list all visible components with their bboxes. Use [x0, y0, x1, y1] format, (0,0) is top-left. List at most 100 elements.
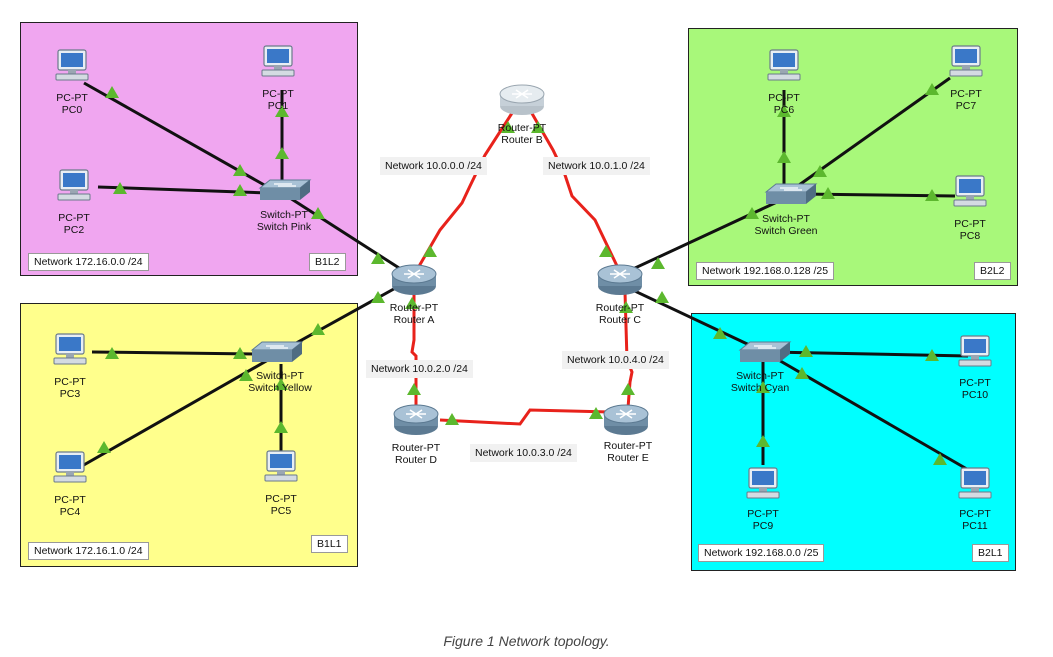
link-pc0-switch-pink	[83, 81, 283, 197]
router-d-type: Router-PT	[391, 442, 441, 454]
link-pc4-switch-yellow	[81, 354, 276, 468]
router-e-name: Router E	[607, 452, 649, 464]
switch-green-type: Switch-PT	[762, 213, 810, 225]
wan-network-ab-label: Network 10.0.0.0 /24	[380, 157, 487, 175]
switch-pink-type: Switch-PT	[260, 209, 308, 221]
pc2-type: PC-PT	[58, 212, 90, 224]
zone-cyan-network-label: Network 192.168.0.0 /25	[698, 544, 825, 562]
router-e-type: Router-PT	[603, 440, 653, 452]
pc9-icon	[746, 467, 780, 499]
switch-pink-name: Switch Pink	[256, 221, 312, 233]
zone-green-network-label: Network 192.168.0.128 /25	[696, 262, 835, 280]
switch-cyan-type: Switch-PT	[736, 370, 784, 382]
pc9-name: PC9	[752, 520, 774, 532]
pc3-type: PC-PT	[54, 376, 86, 388]
router-b-name: Router B	[501, 134, 543, 146]
link-router-a-switch-yellow	[279, 278, 411, 354]
switch-cyan-name: Switch Cyan	[730, 382, 790, 394]
pc2-name: PC2	[63, 224, 85, 236]
router-c-icon	[597, 264, 643, 296]
pc7-name: PC7	[955, 100, 977, 112]
zone-yellow-tag: B1L1	[311, 535, 348, 553]
pc11-name: PC11	[962, 520, 988, 532]
link-router-d-router-e	[439, 408, 611, 426]
pc5-name: PC5	[270, 505, 292, 517]
zone-pink-network-label: Network 172.16.0.0 /24	[28, 253, 149, 271]
pc7-icon	[949, 45, 983, 77]
pc8-type: PC-PT	[954, 218, 986, 230]
pc7-type: PC-PT	[950, 88, 982, 100]
wan-network-ce-label: Network 10.0.4.0 /24	[562, 351, 669, 369]
router-a-name: Router A	[393, 314, 435, 326]
pc6-type: PC-PT	[768, 92, 800, 104]
switch-yellow-name: Switch Yellow	[248, 382, 312, 394]
switch-cyan-icon	[739, 341, 791, 363]
switch-green-name: Switch Green	[754, 225, 818, 237]
pc11-icon	[958, 467, 992, 499]
figure-caption: Figure 1 Network topology.	[443, 633, 610, 649]
switch-yellow-icon	[251, 341, 303, 363]
router-d-icon	[393, 404, 439, 436]
pc3-icon	[53, 333, 87, 365]
pc0-type: PC-PT	[56, 92, 88, 104]
wan-network-bc-label: Network 10.0.1.0 /24	[543, 157, 650, 175]
wan-network-de-label: Network 10.0.3.0 /24	[470, 444, 577, 462]
router-e-icon	[603, 404, 649, 436]
router-c-name: Router C	[598, 314, 641, 326]
link-pc10-switch-cyan	[769, 350, 969, 358]
pc4-icon	[53, 451, 87, 483]
zone-pink-tag: B1L2	[309, 253, 346, 271]
pc8-name: PC8	[959, 230, 981, 242]
pc9-type: PC-PT	[747, 508, 779, 520]
zone-green-tag: B2L2	[974, 262, 1011, 280]
router-d-name: Router D	[394, 454, 437, 466]
router-b-type: Router-PT	[497, 122, 547, 134]
pc1-type: PC-PT	[262, 88, 294, 100]
link-router-b-router-c	[528, 109, 620, 269]
pc6-name: PC6	[773, 104, 795, 116]
link-switch-pink-router-a	[289, 196, 411, 277]
pc5-icon	[264, 450, 298, 482]
pc0-icon	[55, 49, 89, 81]
router-c-type: Router-PT	[595, 302, 645, 314]
router-a-type: Router-PT	[389, 302, 439, 314]
pc4-name: PC4	[59, 506, 81, 518]
pc1-icon	[261, 45, 295, 77]
switch-green-icon	[765, 183, 817, 205]
pc5-type: PC-PT	[265, 493, 297, 505]
router-b-icon	[499, 84, 545, 116]
pc4-type: PC-PT	[54, 494, 86, 506]
pc10-icon	[958, 335, 992, 367]
link-router-c-switch-green	[619, 194, 791, 277]
pc0-name: PC0	[61, 104, 83, 116]
pc2-icon	[57, 169, 91, 201]
pc10-name: PC10	[961, 389, 989, 401]
wan-network-ad-label: Network 10.0.2.0 /24	[366, 360, 473, 378]
link-router-a-router-b	[416, 109, 516, 269]
link-pc3-switch-yellow	[91, 350, 261, 356]
pc11-type: PC-PT	[959, 508, 991, 520]
switch-yellow-type: Switch-PT	[256, 370, 304, 382]
pc10-type: PC-PT	[959, 377, 991, 389]
